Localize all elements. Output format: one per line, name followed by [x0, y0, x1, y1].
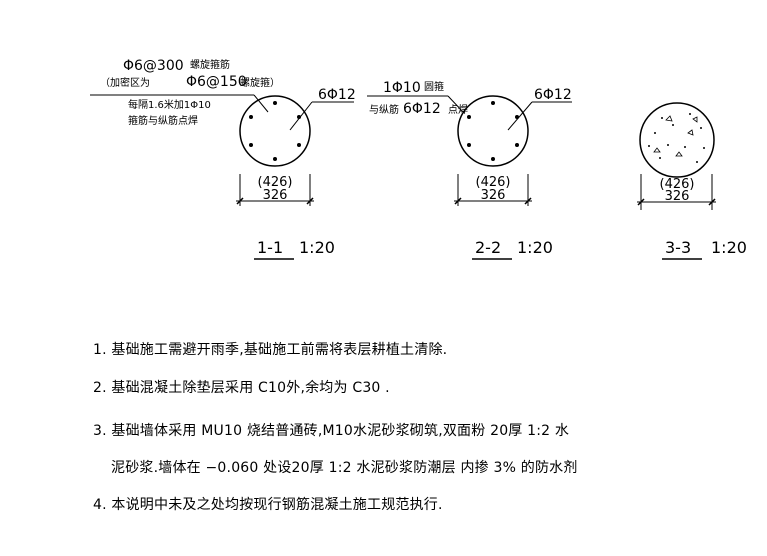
aggregate-dot	[661, 117, 663, 119]
aggregate-triangle	[675, 151, 683, 157]
aggregate-dot	[696, 161, 698, 163]
rebar-dot	[491, 157, 495, 161]
aggregate-dot	[659, 157, 661, 159]
aggregate-triangle	[665, 115, 673, 122]
rebar-dot	[273, 157, 277, 161]
dim-tick	[454, 197, 462, 205]
rebar-dots-1	[249, 101, 301, 161]
rebar-dot	[297, 143, 301, 147]
section-scale: 1:20	[711, 238, 747, 257]
hoop-type: 圆箍	[424, 80, 444, 93]
dim-tick	[637, 198, 645, 206]
section-3-3: (426) 326 3-3 1:20	[637, 102, 747, 260]
note-3: 3. 基础墙体采用 MU10 烧结普通砖,M10水泥砂浆砌筑,双面粉 20厚 1…	[93, 423, 570, 439]
rebar-dot	[249, 143, 253, 147]
aggregate-triangle	[687, 129, 694, 136]
section-2-2: 1Φ10 圆箍 与纵筋 6Φ12 点焊 6Φ12 (426) 326 2-2 1…	[367, 80, 572, 260]
column-outline-2	[457, 95, 529, 167]
section-scale: 1:20	[299, 238, 335, 257]
section-scale: 1:20	[517, 238, 553, 257]
aggregate-dot	[654, 132, 656, 134]
weld: 点焊	[448, 104, 468, 116]
outer-dim: (426)	[476, 175, 511, 190]
rebar-dot	[467, 143, 471, 147]
rebar-dot	[515, 143, 519, 147]
aggregate-triangle	[653, 147, 661, 153]
hoop-spec: 1Φ10	[383, 80, 421, 96]
rebar-dots-2	[467, 101, 519, 161]
with-main: 与纵筋	[369, 103, 399, 116]
aggregate-dot	[703, 147, 705, 149]
aggregate-dot	[667, 144, 669, 146]
dim-tick	[708, 198, 716, 206]
leader-line	[253, 94, 269, 113]
rebar-dot	[467, 115, 471, 119]
note-2: 2. 基础混凝土除垫层采用 C10外,余均为 C30 .	[93, 380, 390, 396]
aggregate-dot	[700, 127, 702, 129]
leader-line	[289, 101, 313, 131]
leader-line	[507, 101, 533, 131]
rebar-dot	[249, 115, 253, 119]
inner-dim: 326	[263, 188, 288, 203]
rebar-dot	[491, 101, 495, 105]
aggregate-triangle	[692, 116, 698, 123]
inner-dim: 326	[665, 189, 690, 204]
hoop-rule: 每隔1.6米加1Φ10	[128, 98, 211, 111]
aggregate-dot	[648, 145, 650, 147]
rebar-dot	[273, 101, 277, 105]
outer-dim: (426)	[660, 177, 695, 192]
concrete-hatch	[648, 113, 705, 163]
outer-dim: (426)	[258, 175, 293, 190]
inner-dim: 326	[481, 188, 506, 203]
section-title: 3-3	[665, 238, 691, 257]
section-title: 1-1	[257, 238, 283, 257]
rebar-label: 6Φ12	[318, 87, 356, 103]
note-3-continued: 泥砂浆.墙体在 −0.060 处设20厚 1:2 水泥砂浆防潮层 内掺 3% 的…	[111, 460, 578, 476]
note-4: 4. 本说明中未及之处均按现行钢筋混凝土施工规范执行.	[93, 497, 443, 513]
column-outline-3	[639, 102, 715, 178]
leader-line	[447, 95, 465, 114]
dim-tick	[524, 197, 532, 205]
dim-tick	[236, 197, 244, 205]
dense-prefix: （加密区为	[100, 76, 150, 89]
aggregate-dot	[672, 124, 674, 126]
spiral-type: 螺旋箍筋	[190, 58, 230, 71]
note-1: 1. 基础施工需避开雨季,基础施工前需将表层耕植土清除.	[93, 342, 448, 358]
spiral-spec: Φ6@300	[123, 58, 184, 74]
section-title: 2-2	[475, 238, 501, 257]
aggregate-dot	[689, 113, 691, 115]
rebar-label: 6Φ12	[534, 87, 572, 103]
main-bar: 6Φ12	[403, 101, 441, 117]
dim-tick	[306, 197, 314, 205]
dense-type: 螺旋箍）	[240, 76, 280, 89]
weld-note: 箍筋与纵筋点焊	[128, 114, 198, 127]
aggregate-dot	[684, 146, 686, 148]
column-outline-1	[239, 95, 311, 167]
section-1-1: Φ6@300 螺旋箍筋 （加密区为 Φ6@150 螺旋箍） 每隔1.6米加1Φ1…	[90, 58, 356, 260]
dense-spacing: Φ6@150	[186, 74, 247, 90]
